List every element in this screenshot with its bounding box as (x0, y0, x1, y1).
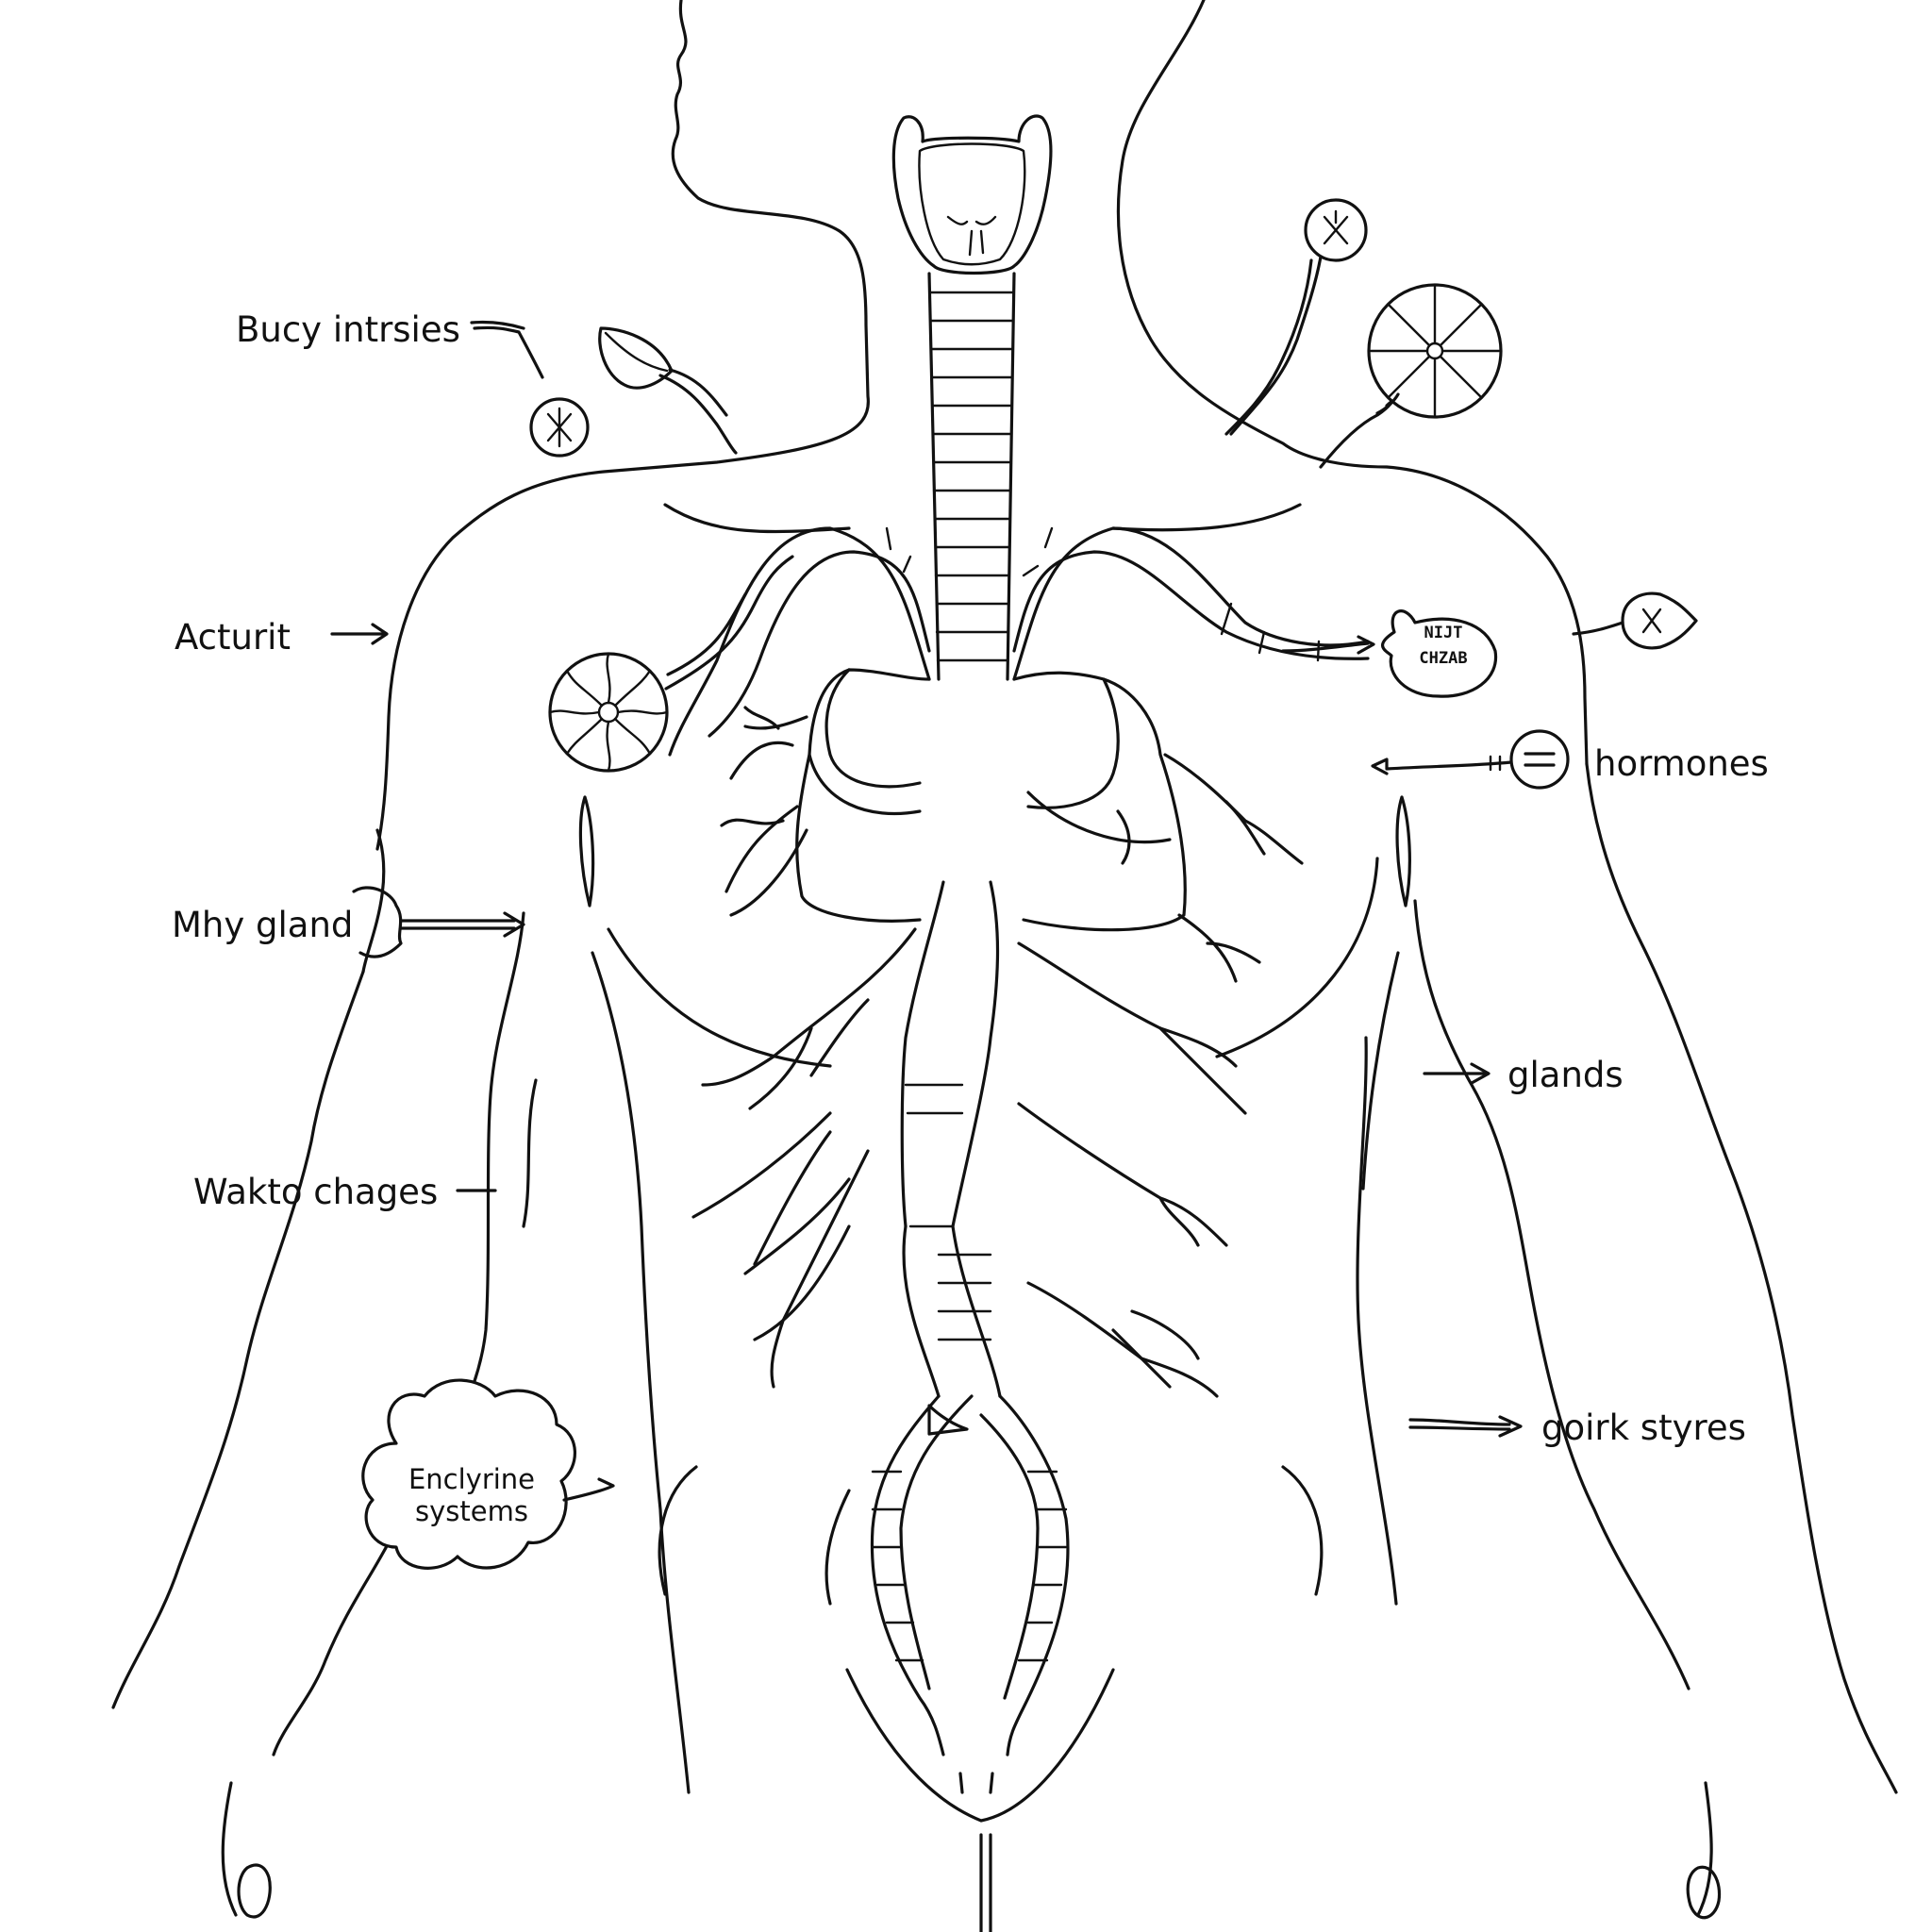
bubble-text-1: NIJT (1424, 624, 1463, 642)
label-mhy-gland: Mhy gland (172, 905, 353, 945)
thyroid-gland (891, 114, 1053, 275)
equals-icon (1509, 729, 1570, 790)
arrow-icon (1408, 1415, 1523, 1438)
label-wakto-chages: Wakto chages (193, 1172, 438, 1212)
x-cross-icon (529, 397, 590, 458)
x-cross-icon (1304, 198, 1368, 262)
central-tubes (824, 880, 1070, 1757)
arrow-icon (399, 911, 525, 938)
label-goirk-styres: goirk styres (1541, 1407, 1746, 1448)
cloud-text-2: systems (415, 1495, 528, 1527)
bronchial-arches (668, 526, 1370, 757)
lungs (795, 668, 1187, 932)
cloud-pointer (562, 1477, 615, 1502)
label-mhy-gland-bracket (352, 886, 403, 958)
arrow-icon (330, 623, 389, 645)
label-acturit: Acturit (175, 617, 291, 658)
cloud-icon: Enclyrine systems (361, 1378, 576, 1570)
x-cross-icon (1621, 591, 1698, 650)
pinwheel-icon (548, 652, 669, 773)
label-glands: glands (1507, 1055, 1624, 1095)
label-bucy-intrsies: Bucy intrsies (236, 309, 460, 350)
arrow-icon (1423, 1062, 1491, 1085)
label-hormones: hormones (1594, 743, 1769, 784)
leaf-icon (598, 326, 674, 390)
pinwheel-icon (1367, 283, 1503, 419)
speech-bubble-icon: NIJT CHZAB (1381, 609, 1498, 698)
cloud-text-1: Enclyrine (408, 1463, 535, 1495)
body-outline (111, 0, 1898, 1932)
arrow-icon (470, 320, 544, 379)
vessel-tree (691, 706, 1304, 1398)
bubble-text-2: CHZAB (1419, 649, 1467, 668)
trachea (927, 272, 1016, 681)
